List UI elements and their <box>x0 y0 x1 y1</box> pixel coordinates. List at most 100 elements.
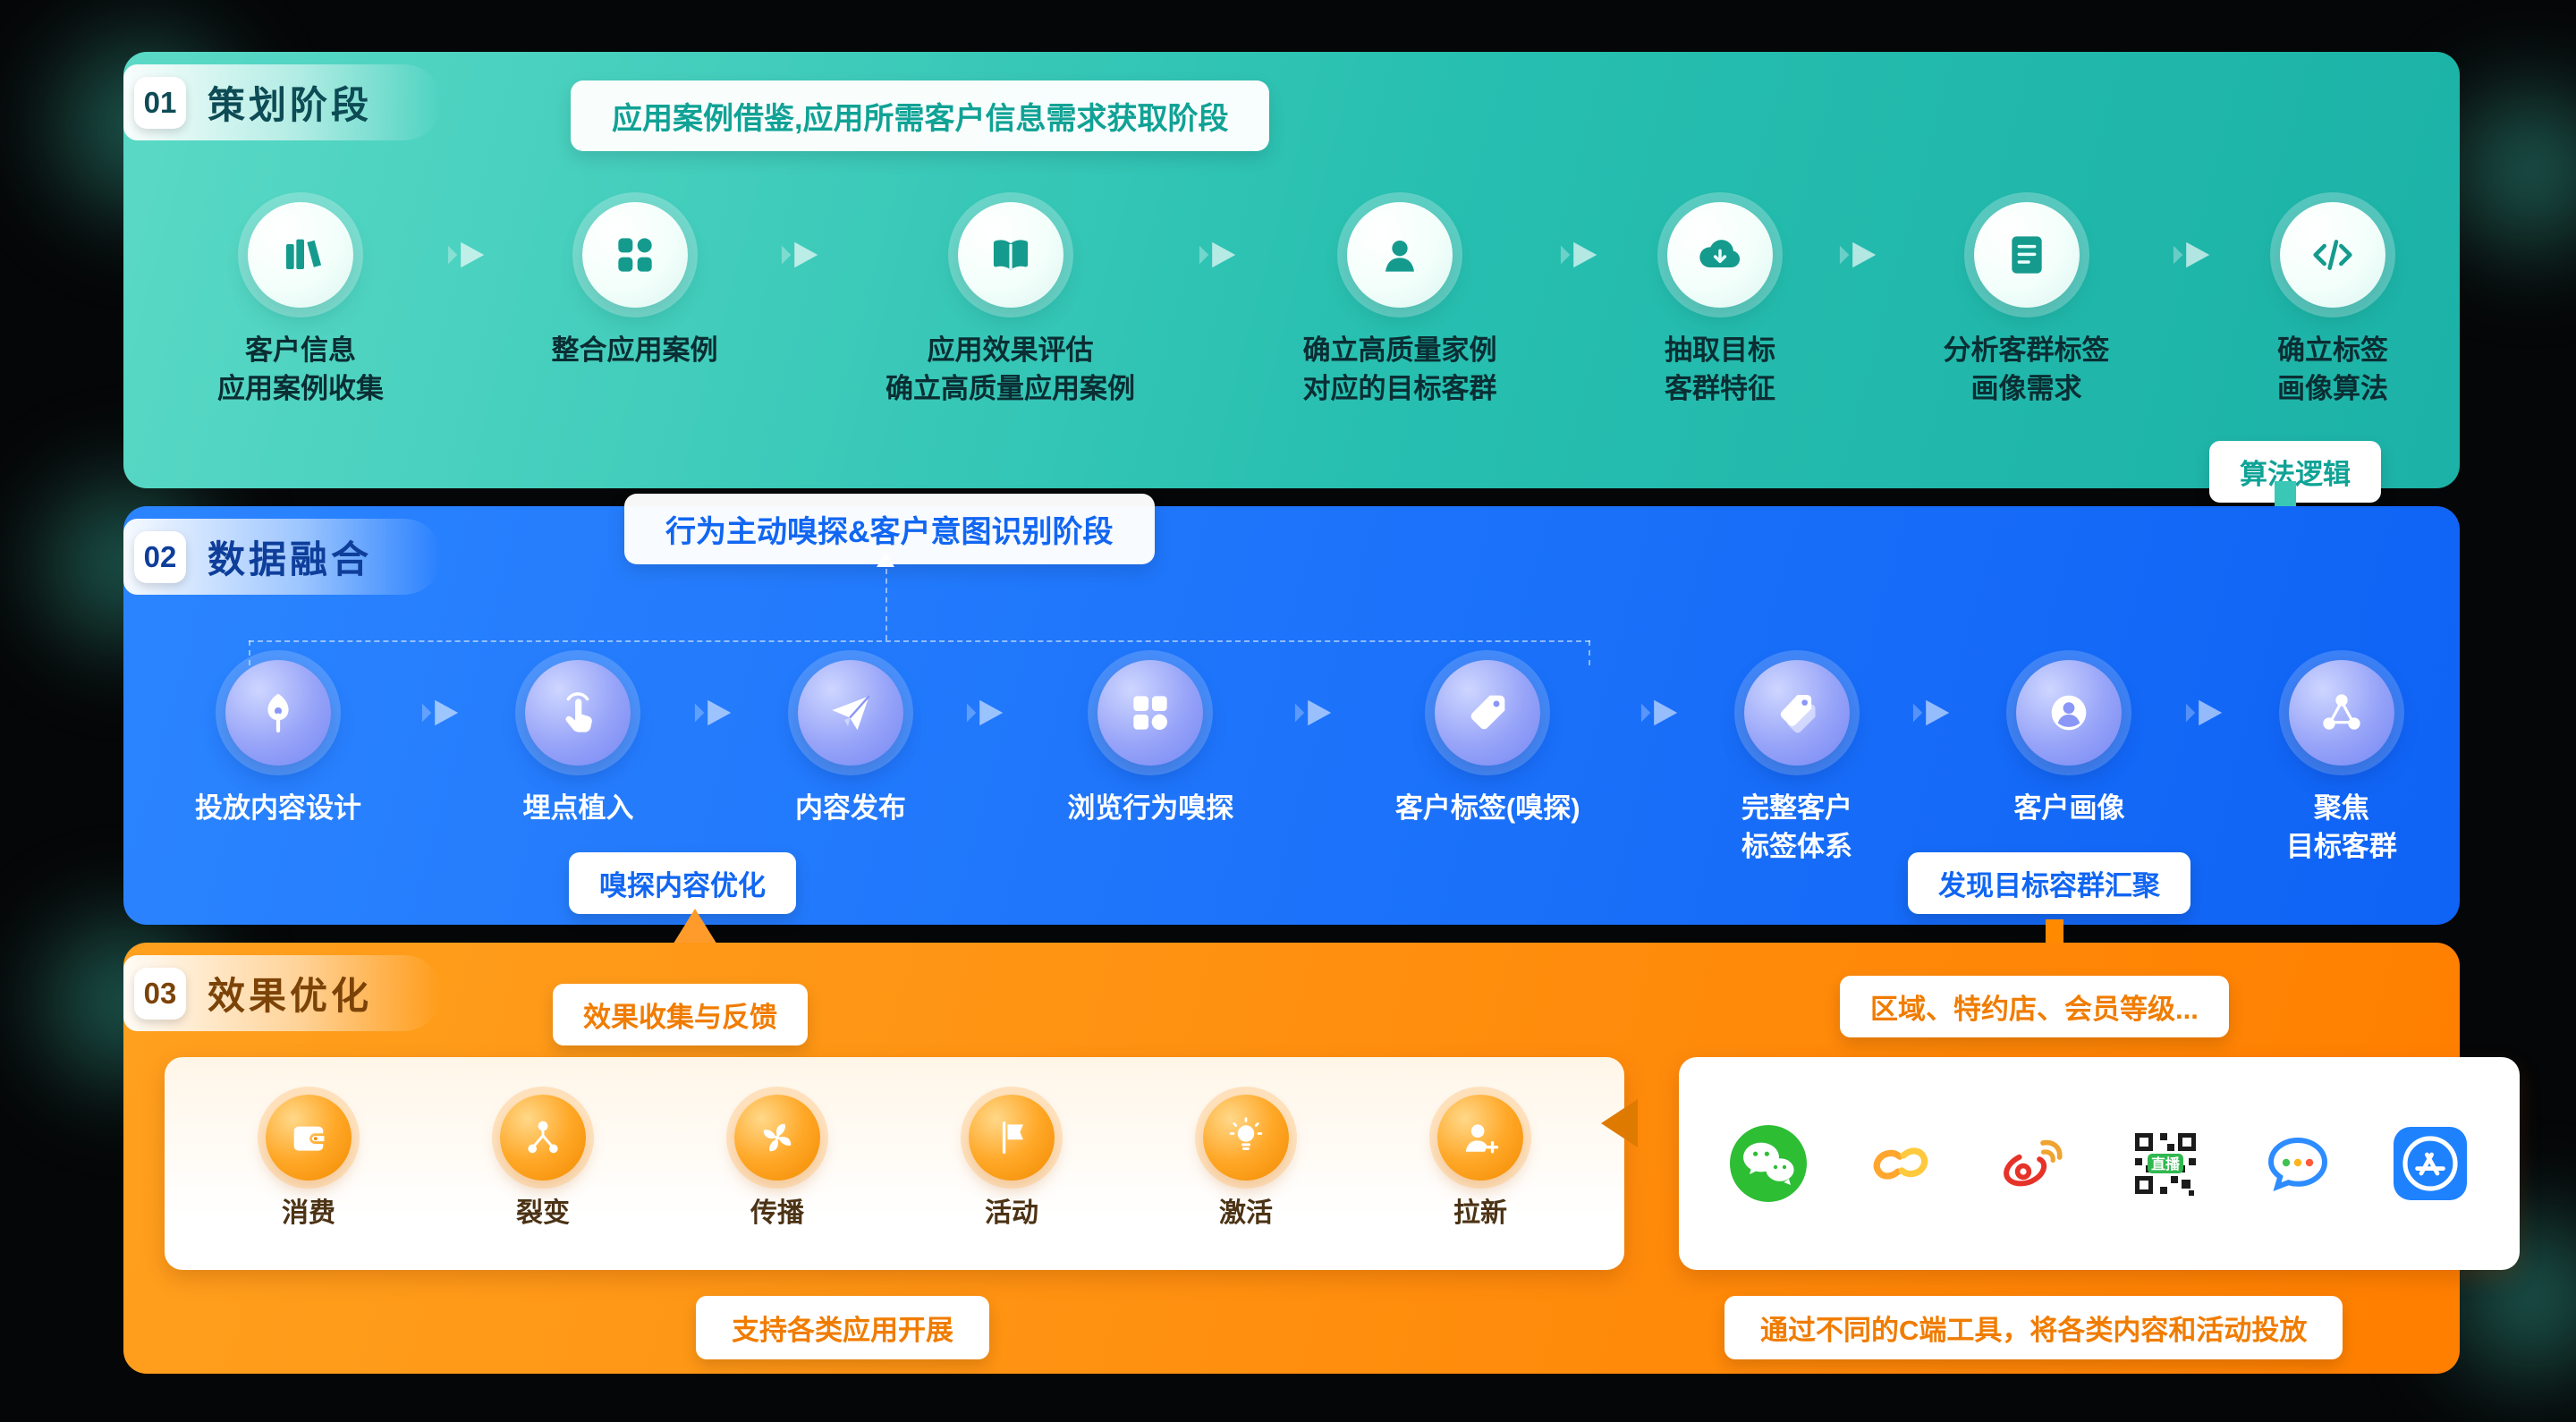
phase2-number: 02 <box>134 530 186 583</box>
phase2-title: 数据融合 <box>208 538 373 580</box>
step-label: 浏览行为嗅探 <box>1067 792 1234 824</box>
wallet-icon <box>266 1095 352 1181</box>
application-item: 激活 <box>1203 1095 1289 1232</box>
pen-icon <box>225 660 331 766</box>
flow-step: 浏览行为嗅探 <box>1067 660 1233 827</box>
flow-step: 应用效果评估 确立高质量应用案例 <box>886 202 1135 409</box>
phase1-banner: 应用案例借鉴,应用所需客户信息需求获取阶段 <box>571 80 1270 151</box>
phase3-title: 效果优化 <box>208 975 373 1017</box>
code-icon <box>2280 202 2385 308</box>
arrow-right-icon <box>445 240 491 275</box>
arrow-right-icon <box>419 698 465 732</box>
channels-card: 直播 <box>1679 1057 2520 1270</box>
application-label: 激活 <box>1219 1198 1273 1228</box>
step-label: 确立标签 画像算法 <box>2277 334 2388 405</box>
phase1-steps: 客户信息 应用案例收集 整合应用案例 应用效果评估 确立高质量应用案例 确立高质量家例… <box>217 202 2388 409</box>
applications-card: 消费 裂变 传播活动 激活 拉新 <box>165 1057 1624 1270</box>
weibo-icon <box>1990 1121 2076 1206</box>
dashed-connector <box>886 569 887 640</box>
tag-icon <box>1435 660 1541 766</box>
arrow-up-icon <box>877 553 894 567</box>
flow-step: 内容发布 <box>795 660 906 827</box>
books-icon <box>248 202 353 308</box>
channels-caption-badge: 通过不同的C端工具，将各类内容和活动投放 <box>1724 1296 2343 1359</box>
step-label: 客户信息 应用案例收集 <box>217 334 384 405</box>
fan-icon <box>734 1095 820 1181</box>
tap-icon <box>525 660 631 766</box>
arrow-right-icon <box>2170 240 2216 275</box>
step-label: 确立高质量家例 对应的目标客群 <box>1302 334 1497 405</box>
live-qr-icon: 直播 <box>2123 1121 2208 1206</box>
step-label: 投放内容设计 <box>195 792 361 824</box>
application-label: 裂变 <box>516 1198 570 1228</box>
bulb-icon <box>1203 1095 1289 1181</box>
flow-step: 埋点植入 <box>522 660 633 827</box>
svg-text:直播: 直播 <box>2151 1155 2181 1172</box>
step-label: 客户画像 <box>2013 792 2125 824</box>
feedback-badge: 效果收集与反馈 <box>553 984 808 1045</box>
phase1-title: 策划阶段 <box>208 84 373 126</box>
chat-bubble-icon <box>2255 1121 2341 1206</box>
document-list-icon <box>1973 202 2080 308</box>
flow-step: 聚焦 目标客群 <box>2286 660 2397 867</box>
flow-step: 客户信息 应用案例收集 <box>217 202 384 409</box>
application-item: 活动 <box>969 1095 1055 1232</box>
phase3-number: 03 <box>134 967 186 1020</box>
application-label: 活动 <box>985 1198 1038 1228</box>
application-item: 传播 <box>734 1095 820 1232</box>
arrow-right-icon <box>691 698 738 732</box>
phase1-header: 01 策划阶段 <box>123 64 443 140</box>
flow-step: 分析客群标签 画像需求 <box>1944 202 2110 409</box>
step-label: 应用效果评估 确立高质量应用案例 <box>886 334 1135 405</box>
phase1-band: 01 策划阶段 应用案例借鉴,应用所需客户信息需求获取阶段 客户信息 应用案例收… <box>123 52 2460 503</box>
flow-step: 整合应用案例 <box>552 202 718 369</box>
phase3-band: 03 效果优化 效果收集与反馈 区域、特约店、会员等级... 消费 裂变 传播活动 激… <box>123 943 2520 1374</box>
step-label: 整合应用案例 <box>551 334 718 366</box>
application-item: 消费 <box>266 1095 352 1232</box>
application-label: 消费 <box>282 1198 335 1228</box>
arrow-right-icon <box>1638 698 1684 732</box>
open-book-icon <box>957 202 1063 308</box>
user-frame-icon <box>1347 202 1453 308</box>
phase2-band: 02 数据融合 行为主动嗅探&客户意图识别阶段 投放内容设计埋点植入内容发布浏览… <box>123 494 2460 925</box>
user-circle-icon <box>2016 660 2123 766</box>
app-grid-icon <box>581 202 688 308</box>
arrow-right-icon <box>1196 240 1242 275</box>
sniff-optimize-badge: 嗅探内容优化 <box>569 852 796 914</box>
user-plus-icon <box>1437 1095 1523 1181</box>
apps-caption-badge: 支持各类应用开展 <box>696 1296 989 1359</box>
step-label: 埋点植入 <box>522 792 634 824</box>
flow-step: 客户标签(嗅探) <box>1395 660 1580 827</box>
flow-step: 确立高质量家例 对应的目标客群 <box>1303 202 1497 409</box>
network-icon <box>2288 660 2394 766</box>
flow-step: 投放内容设计 <box>195 660 361 827</box>
application-item: 裂变 <box>500 1095 586 1232</box>
phase1-number: 01 <box>134 76 186 129</box>
step-label: 抽取目标 客群特征 <box>1665 334 1775 405</box>
wechat-channels-icon <box>1858 1121 1944 1206</box>
dashed-connector <box>1589 640 1590 665</box>
segment-badge: 区域、特约店、会员等级... <box>1840 976 2229 1037</box>
step-label: 完整客户 标签体系 <box>1741 792 1852 863</box>
arrow-right-icon <box>1836 240 1883 275</box>
arrow-right-icon <box>1910 698 1956 732</box>
flow-step: 确立标签 画像算法 <box>2277 202 2388 409</box>
application-item: 拉新 <box>1437 1095 1523 1232</box>
dashed-connector <box>249 640 1590 642</box>
step-label: 聚焦 目标客群 <box>2285 792 2397 863</box>
dashed-connector <box>249 640 250 665</box>
browse-grid-icon <box>1097 660 1204 766</box>
step-label: 客户标签(嗅探) <box>1394 792 1580 824</box>
target-converge-badge: 发现目标容群汇聚 <box>1908 852 2190 914</box>
arrow-right-icon <box>1557 240 1604 275</box>
fission-icon <box>500 1095 586 1181</box>
phase2-steps: 投放内容设计 埋点植入 内容发布 浏览行为嗅探 客户标签(嗅探) 完整客户 标签体系 客户画… <box>195 660 2397 867</box>
step-label: 内容发布 <box>794 792 906 824</box>
arrow-right-icon <box>2182 698 2229 732</box>
arrow-right-icon <box>963 698 1010 732</box>
tags-icon <box>1744 660 1850 766</box>
arrow-right-icon <box>778 240 825 275</box>
flow-step: 完整客户 标签体系 <box>1741 660 1852 867</box>
algorithm-logic-badge: 算法逻辑 <box>2209 441 2381 503</box>
